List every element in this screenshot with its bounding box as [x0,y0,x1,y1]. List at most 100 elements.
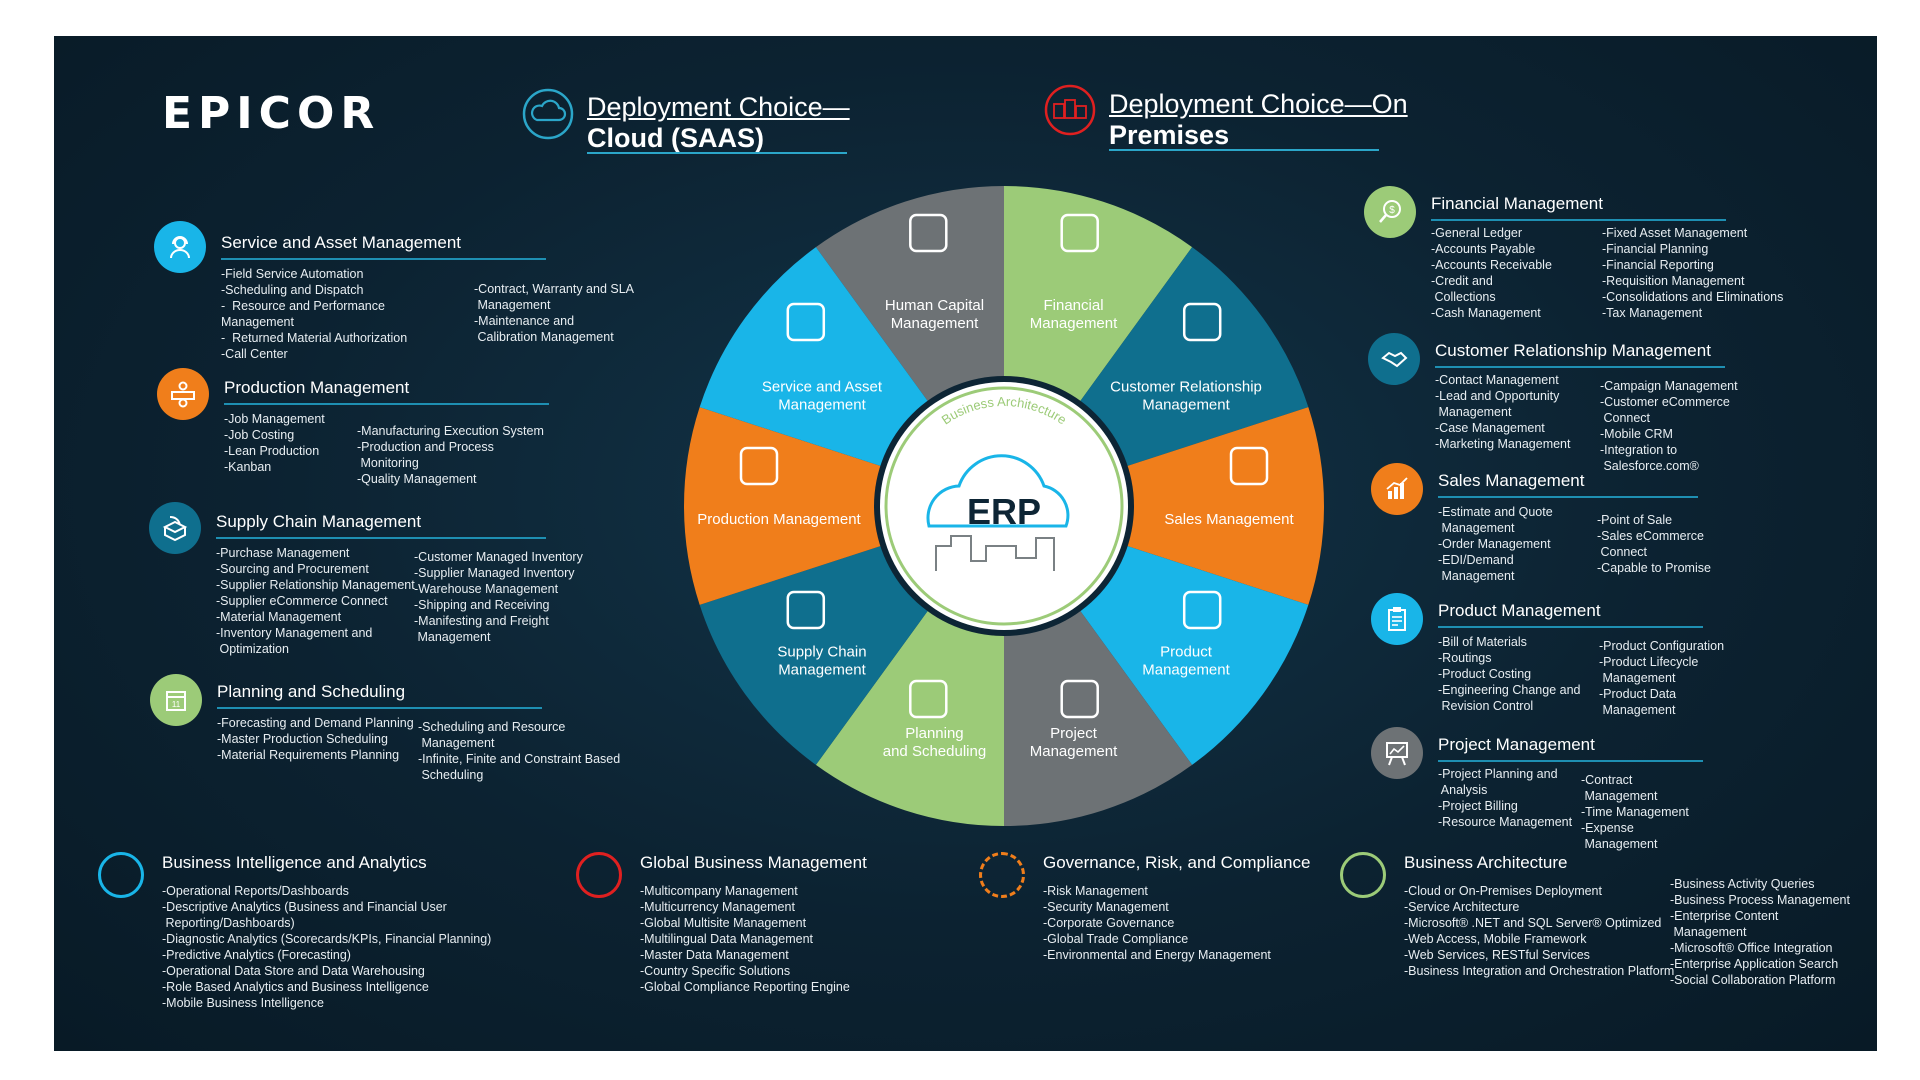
list-item: -Contact Management [1435,373,1559,387]
list-item: Connect [1597,545,1648,559]
list-item: -Master Data Management [640,948,789,962]
infographic-panel: EPICOR Deployment Choice— Cloud (SAAS) D… [54,36,1877,1051]
list-item: -Fixed Asset Management [1602,226,1748,240]
wheel-hub [880,382,1128,630]
list-item: -Operational Data Store and Data Warehou… [162,964,425,978]
deployment-premises-line1: Deployment Choice—On [1109,89,1408,119]
wheel-segment [1079,545,1309,765]
list-item: -Credit and [1431,274,1493,288]
section-title: Project Management [1438,735,1595,754]
wheel-segment-label-2: Management [1030,743,1118,760]
dashed-ring-icon [979,852,1025,898]
col1: -Forecasting and Demand Planning -Master… [217,715,414,763]
server-icon [1044,84,1096,136]
list-item: -Social Collaboration Platform [1670,973,1836,987]
dollar-search-icon [1060,213,1099,253]
section-title: Global Business Management [640,853,867,872]
svg-text:11: 11 [172,700,181,709]
box-arrow-icon [149,502,201,554]
list-item: -Diagnostic Analytics (Scorecards/KPIs, … [162,932,492,946]
col2: -Point of Sale -Sales eCommerce Connect … [1597,512,1711,576]
wheel-segment-label: Sales Management [1164,511,1294,528]
list-item: -Mobile Business Intelligence [162,996,324,1010]
deployment-premises-rule [1109,149,1379,151]
list-item: -Manufacturing Execution System [357,424,544,438]
list-item: Management [1599,703,1676,717]
list-item: -Manifesting and Freight [414,614,549,628]
section-title: Product Management [1438,601,1601,620]
wheel-segment-label: Human Capital [885,297,984,314]
section-rule [224,403,549,405]
ring-icon [1340,852,1386,898]
list-item: -Consolidations and Eliminations [1602,290,1784,304]
list-item: -Infinite, Finite and Constraint Based [418,752,621,766]
list-item: -Corporate Governance [1043,916,1175,930]
list-item: Monitoring [357,456,419,470]
list-item: -Product Costing [1438,667,1532,681]
ring-icon [576,852,622,898]
list-item: -Global Trade Compliance [1043,932,1189,946]
deployment-cloud-rule [587,152,847,154]
headset-icon [786,302,826,342]
deployment-premises: Deployment Choice—On Premises [1109,89,1408,151]
list-item: -Country Specific Solutions [640,964,791,978]
list-item: Analysis [1438,783,1488,797]
list-item: -Multicurrency Management [640,900,795,914]
hub-green-ring [884,386,1124,626]
list-item: -Case Management [1435,421,1545,435]
list-item: -Tax Management [1602,306,1703,320]
list-item: Management [1581,789,1658,803]
wheel-segment [815,186,1004,403]
list-item: -Service Architecture [1404,900,1520,914]
list-item: -Lead and Opportunity [1435,389,1560,403]
list-item: -Purchase Management [216,546,350,560]
list-item: -Master Production Scheduling [217,732,388,746]
section-title: Governance, Risk, and Compliance [1043,853,1311,872]
list-item: Collections [1431,290,1496,304]
wheel-segment-label: Product [1160,643,1213,660]
list-item: -Enterprise Application Search [1670,957,1839,971]
svg-text:$: $ [1389,205,1395,216]
list-item: -Risk Management [1043,884,1148,898]
list-item: -Campaign Management [1600,379,1738,393]
wheel-segment-label: Service and Asset [762,379,883,396]
list-item: -Material Management [216,610,342,624]
col1: -Bill of Materials -Routings -Product Co… [1438,634,1580,714]
clipboard-icon [1371,593,1423,645]
list-item: -Global Compliance Reporting Engine [640,980,850,994]
list-item: -Multicompany Management [640,884,798,898]
section-title: Service and Asset Management [221,233,462,252]
section-title: Business Intelligence and Analytics [162,853,427,872]
list-item: -Project Billing [1438,799,1518,813]
wheel-segment-label-2: Management [778,661,866,678]
list-item: -Order Management [1438,537,1551,551]
deployment-cloud: Deployment Choice— Cloud (SAAS) [587,92,850,154]
list-item: -Global Multisite Management [640,916,807,930]
wheel-segment [684,407,883,605]
list-item: -Business Activity Queries [1670,877,1815,891]
list-item: -Production and Process [357,440,494,454]
col1: -Field Service Automation -Scheduling an… [221,266,407,362]
bar-chart-icon [1229,446,1269,486]
list-item: Salesforce.com® [1600,459,1699,473]
list-item: -Time Management [1581,805,1689,819]
list-item: Optimization [216,642,289,656]
section-title: Supply Chain Management [216,512,422,531]
list-item: Management [414,630,491,644]
list-item: -Warehouse Management [414,582,559,596]
list-item: -EDI/Demand [1438,553,1514,567]
col1: -Purchase Management -Sourcing and Procu… [216,545,415,657]
col1: -Contact Management -Lead and Opportunit… [1435,372,1570,452]
wheel-segment-label: Planning [905,725,963,742]
list-item: -Product Data [1599,687,1677,701]
cloud-icon [522,88,574,140]
list-item: Management [474,298,551,312]
list-item: -Mobile CRM [1600,427,1673,441]
section-title: Financial Management [1431,194,1603,213]
wheel-segment-label: Financial [1044,297,1104,314]
list-item: -Web Services, RESTful Services [1404,948,1590,962]
section-rule [1438,626,1703,628]
list-item: -Engineering Change and [1438,683,1581,697]
list-item: -Financial Reporting [1602,258,1714,272]
col1: -Project Planning and Analysis -Project … [1438,766,1572,830]
